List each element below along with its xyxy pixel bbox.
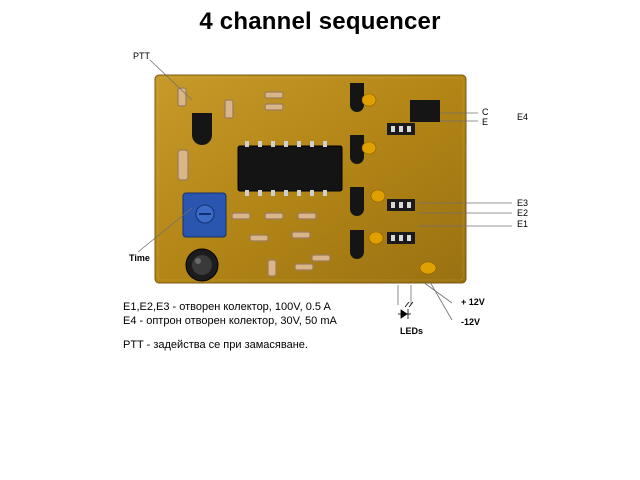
label-leds: LEDs: [400, 326, 424, 336]
electrolytic-capacitor: [185, 248, 219, 282]
trimmer-potentiometer: [182, 192, 227, 238]
callout-lines: [137, 59, 512, 321]
note-line-1: E1,E2,E3 - отворен колектор, 100V, 0.5 A: [123, 301, 331, 313]
label-plus-12v: + 12V: [461, 297, 485, 307]
led-symbol: [398, 301, 414, 319]
note-line-2: E4 - оптрон отворен колектор, 30V, 50 mA: [123, 315, 337, 327]
ceramic-capacitors: [361, 93, 437, 275]
diagram-title: 4 channel sequencer: [199, 8, 441, 35]
label-time: Time: [129, 253, 150, 263]
jumper-headers: [387, 123, 415, 244]
label-e2: E2: [517, 208, 529, 218]
label-e1: E1: [517, 219, 529, 229]
label-minus-12v: -12V: [461, 317, 481, 327]
resistors: [177, 87, 331, 277]
ic-chip: [237, 141, 343, 196]
label-ptt: PTT: [133, 51, 150, 61]
note-line-3: PTT - задейства се при замасяване.: [123, 339, 308, 351]
label-e3: E3: [517, 198, 529, 208]
transistors: [192, 83, 440, 259]
label-c: C: [482, 107, 489, 117]
label-e: E: [482, 117, 489, 127]
label-e4: E4: [517, 112, 529, 122]
